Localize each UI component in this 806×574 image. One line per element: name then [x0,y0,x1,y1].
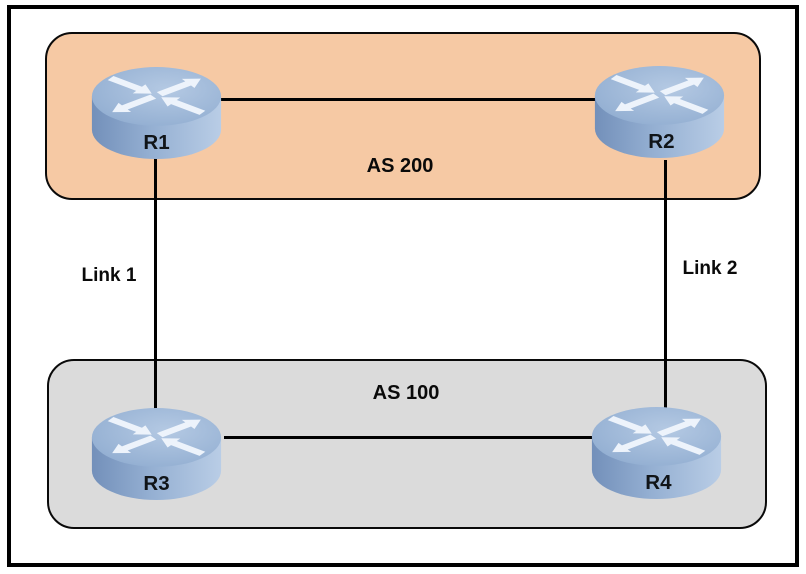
link-line-r3-r4 [224,436,592,439]
link-line-link1 [154,158,157,418]
router-label: R4 [645,471,672,494]
as100-label: AS 100 [372,382,440,404]
router-node-r4: R4 [588,407,725,503]
router-node-r3: R3 [88,408,225,504]
router-icon: R1 [91,67,222,160]
router-node-r1: R1 [88,67,225,163]
router-node-r2: R2 [591,66,728,162]
link-line-r1-r2 [221,98,595,101]
router-label: R3 [143,472,169,495]
as200-label: AS 200 [366,155,434,177]
link-line-link2 [664,160,667,412]
router-label: R1 [143,131,169,154]
link2-label: Link 2 [682,258,738,279]
router-label: R2 [648,130,674,153]
diagram-outer-frame [7,5,799,567]
link1-label: Link 1 [81,265,137,286]
router-icon: R4 [591,407,722,500]
router-icon: R3 [91,408,222,501]
router-icon: R2 [594,66,725,159]
